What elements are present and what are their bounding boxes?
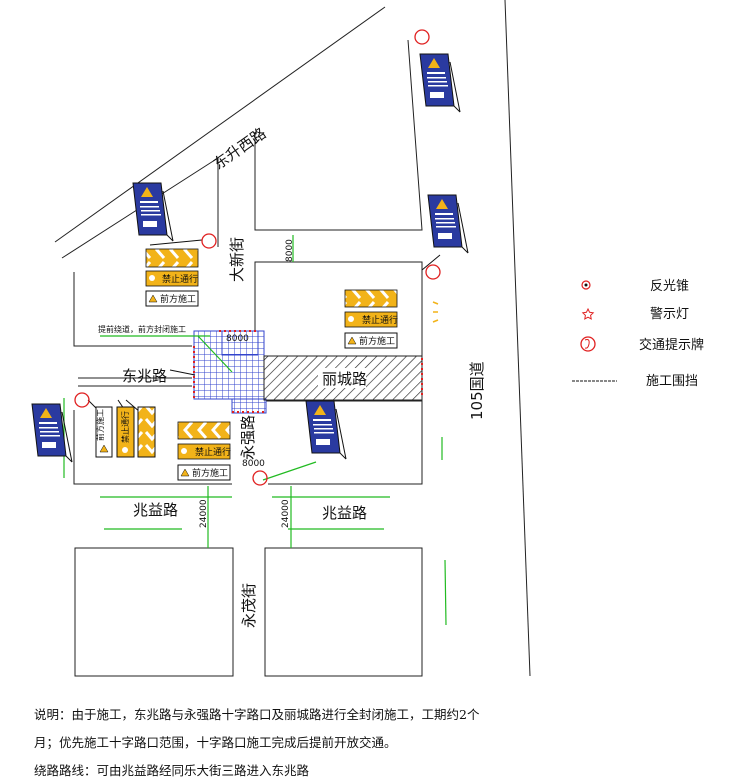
no-entry-board-e: [344, 311, 398, 328]
no-entry-text-w: 禁止通行: [120, 411, 130, 443]
dim-junction-top: 8000: [226, 334, 249, 344]
warning-lights-e: [432, 301, 439, 323]
chevron-board-w: [137, 406, 156, 458]
no-entry-board-s: [177, 443, 231, 460]
no-entry-board-nw: [145, 270, 199, 287]
reflective-cone-icon: [581, 280, 591, 290]
chevron-board-s: [177, 421, 231, 440]
legend-label-sign: 交通提示牌: [639, 337, 704, 353]
road-label-105: 105国道: [468, 361, 486, 420]
traffic-sign-icon: [580, 336, 596, 352]
note-line-1: 说明：由于施工，东兆路与永强路十字路口及丽城路进行全封闭施工，工期约2个: [34, 707, 480, 722]
chevron-board-nw: [145, 248, 199, 268]
no-entry-board-w: [116, 406, 135, 458]
ahead-text-s: 前方施工: [192, 467, 228, 479]
traffic-sign-s: [305, 400, 347, 460]
sign-markers: [74, 29, 441, 486]
road-label-yongmao: 永茂街: [240, 583, 258, 628]
detour-callout: 提前绕道，前方封闭施工: [98, 324, 186, 334]
road-label-daxin: 大新街: [228, 237, 246, 282]
block-outlines: [54, 0, 531, 677]
dim-right: 24000: [281, 499, 291, 528]
traffic-sign-w: [31, 403, 73, 463]
dim-left: 24000: [199, 499, 209, 528]
licheng-label-bg: [318, 368, 366, 388]
warning-light-icon: [581, 307, 595, 320]
ahead-board-w: [95, 406, 113, 458]
road-label-dongzhao: 东兆路: [122, 367, 167, 385]
ahead-text-nw: 前方施工: [160, 293, 196, 305]
junction-south-arm: [231, 398, 267, 414]
legend-label-barrier: 施工围挡: [646, 374, 698, 389]
note-line-3: 绕路路线：可由兆益路经同乐大街三路进入东兆路: [34, 763, 310, 778]
legend-label-cone: 反光锥: [650, 279, 689, 294]
dim-junction-bottom: 8000: [242, 459, 265, 469]
legend-label-light: 警示灯: [650, 306, 689, 322]
note-line-2: 月；优先施工十字路口范围，十字路口施工完成后提前开放交通。: [34, 735, 397, 750]
ahead-board-s: [177, 464, 231, 481]
traffic-sign-ne: [419, 53, 461, 113]
road-label-dongsheng-west: 东升西路: [210, 124, 269, 173]
road-label-zhaoyi-left: 兆益路: [133, 501, 178, 519]
dim-upper: 8000: [285, 239, 295, 262]
no-entry-text-s: 禁止通行: [195, 446, 231, 458]
ahead-board-nw: [145, 290, 199, 307]
barrier-markers: [193, 330, 423, 413]
road-label-zhaoyi-right: 兆益路: [322, 504, 367, 522]
legend: 反光锥 警示灯 交通提示牌 施工围挡: [572, 279, 704, 389]
chevron-board-e: [344, 289, 398, 308]
ahead-text-e: 前方施工: [359, 335, 395, 347]
road-label-licheng: 丽城路: [322, 370, 367, 388]
road-label-yongqiang: 永强路: [239, 415, 257, 460]
no-entry-text-nw: 禁止通行: [162, 273, 198, 285]
traffic-sign-nw: [132, 182, 174, 242]
ahead-board-e: [344, 332, 398, 349]
green-barriers: [63, 235, 447, 626]
ahead-text-w: 前方施工: [95, 409, 105, 441]
no-entry-text-e: 禁止通行: [362, 314, 398, 326]
traffic-sign-e: [427, 194, 469, 254]
